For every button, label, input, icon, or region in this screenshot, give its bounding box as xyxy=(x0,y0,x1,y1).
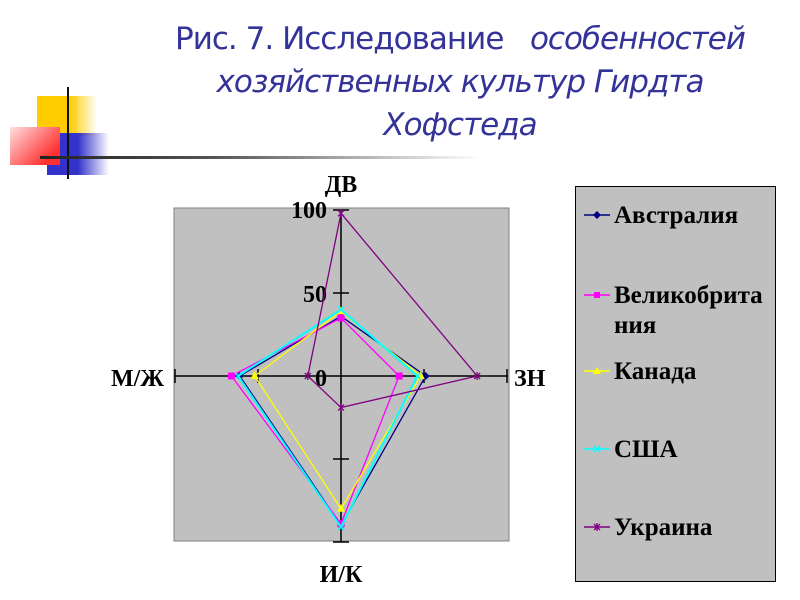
legend-item-great-britain: Великобритания xyxy=(584,281,774,341)
axis-label-zn: ЗН xyxy=(514,366,546,392)
slide-title: Рис. 7. Исследование особенностей хозяйс… xyxy=(120,18,800,147)
title-line-1: Рис. 7. Исследование особенностей xyxy=(120,18,800,61)
title-italic: особенностей xyxy=(529,21,746,57)
data-point-marker xyxy=(234,372,242,380)
title-line-3: Хофстеда xyxy=(383,107,537,143)
axis-label-mzh: М/Ж xyxy=(111,366,164,392)
axis-label-dv: ДВ xyxy=(325,172,358,198)
legend-marker-star-icon xyxy=(584,523,610,531)
data-point-marker xyxy=(250,371,259,379)
data-point-marker xyxy=(337,520,345,528)
data-point-marker xyxy=(227,372,235,380)
legend-label: Великобритания xyxy=(614,282,763,339)
series-layer xyxy=(227,209,481,531)
legend: Австралия Великобритания Канада США Укра… xyxy=(575,186,776,582)
legend-label: Украина xyxy=(614,514,713,541)
data-point-marker xyxy=(337,314,345,322)
legend-marker-square-icon xyxy=(584,292,610,298)
series-США xyxy=(234,306,421,531)
legend-item-ukraine: Украина xyxy=(584,513,774,543)
legend-label: Канада xyxy=(614,358,697,385)
data-point-marker xyxy=(395,372,403,380)
data-point-marker xyxy=(413,372,421,380)
data-point-marker xyxy=(337,403,345,412)
legend-item-usa: США xyxy=(584,435,774,465)
data-point-marker xyxy=(337,306,345,314)
legend-marker-x-icon xyxy=(584,445,610,453)
series-Украина xyxy=(304,209,481,412)
decor-vertical-line xyxy=(67,87,69,179)
legend-label: США xyxy=(614,436,678,463)
axis-label-ik: И/К xyxy=(320,562,363,588)
title-regular: Рис. 7. Исследование xyxy=(175,21,504,57)
tick-label-100: 100 xyxy=(291,198,327,224)
data-point-marker xyxy=(337,523,345,531)
decor-horizontal-rule xyxy=(40,156,480,159)
legend-marker-diamond-icon xyxy=(584,211,610,219)
legend-label: Австралия xyxy=(614,202,739,229)
title-line-2: хозяйственных культур Гирдта xyxy=(216,64,705,100)
tick-label-50: 50 xyxy=(303,282,327,308)
data-point-marker xyxy=(337,209,345,218)
legend-marker-triangle-icon xyxy=(584,367,610,374)
data-point-marker xyxy=(304,372,312,380)
legend-item-australia: Австралия xyxy=(584,201,774,231)
data-point-marker xyxy=(337,503,345,512)
legend-item-canada: Канада xyxy=(584,357,774,387)
data-point-marker xyxy=(473,372,481,380)
